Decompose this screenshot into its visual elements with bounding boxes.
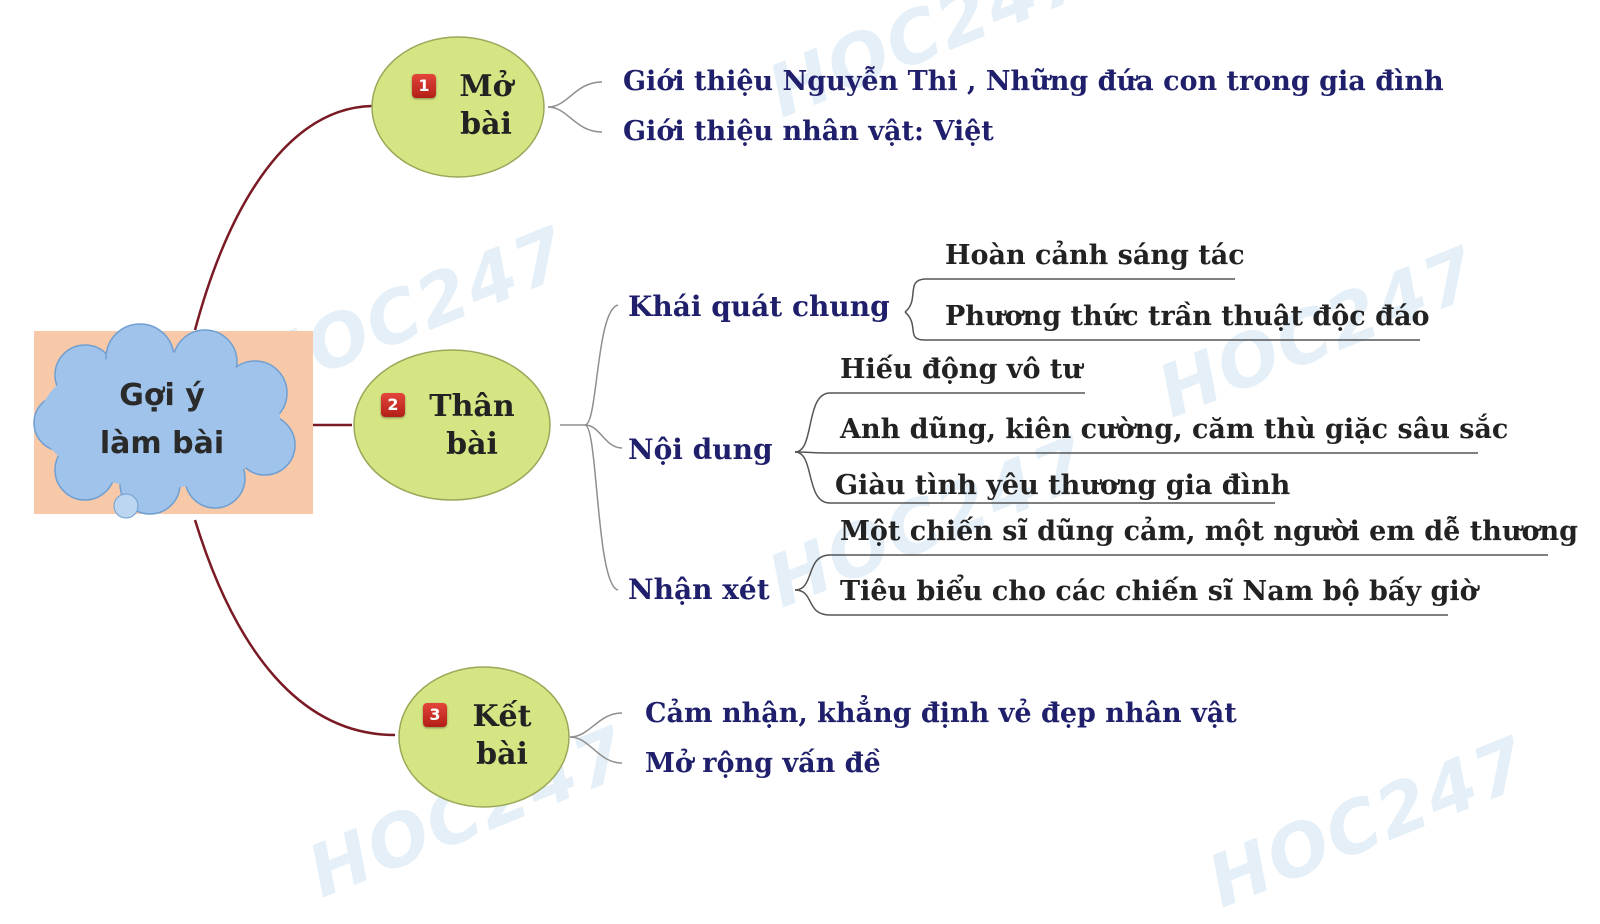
noi-dung-item: Anh dũng, kiên cường, căm thù giặc sâu s… <box>840 414 1509 445</box>
node-mo-bai <box>371 36 545 178</box>
center-title-line1: Gợi ý <box>119 378 205 413</box>
node-than-bai-label: Thân bài <box>429 389 515 462</box>
section-number-badge: 1 <box>412 74 436 98</box>
noi-dung-item: Giàu tình yêu thương gia đình <box>835 470 1291 501</box>
category-noi-dung: Nội dung <box>628 433 773 466</box>
category-khai-quat: Khái quát chung <box>628 290 890 323</box>
ket-bai-item: Mở rộng vấn đề <box>645 748 881 779</box>
node-than-bai <box>353 349 551 501</box>
mo-bai-item: Giới thiệu Nguyễn Thi , Những đứa con tr… <box>623 66 1444 97</box>
ket-bai-connectors <box>569 712 623 764</box>
than-bai-connectors <box>560 304 623 591</box>
mo-bai-item: Giới thiệu nhân vật: Việt <box>623 116 994 147</box>
center-cloud-fill <box>40 352 280 488</box>
section-number-badge: 2 <box>381 393 405 417</box>
nhan-xet-connectors <box>794 554 1548 616</box>
nhan-xet-item: Một chiến sĩ dũng cảm, một người em dễ t… <box>840 516 1578 547</box>
branch-ket-bai <box>193 519 396 737</box>
ket-bai-item: Cảm nhận, khẳng định vẻ đẹp nhân vật <box>645 698 1237 729</box>
node-ket-bai <box>398 666 570 808</box>
noi-dung-connectors <box>794 392 1478 504</box>
node-mo-bai-label: Mở bài <box>459 69 513 142</box>
mind-map: HOC247 HOC247 HOC247 HOC247 HOC247 HOC24… <box>33 0 1578 924</box>
branch-mo-bai <box>193 104 373 331</box>
center-title: Gợi ý làm bài <box>62 372 262 468</box>
noi-dung-item: Hiếu động vô tư <box>840 354 1082 385</box>
node-ket-bai-label: Kết bài <box>472 699 532 772</box>
center-title-line2: làm bài <box>99 426 225 461</box>
khai-quat-item: Hoàn cảnh sáng tác <box>945 240 1245 271</box>
connector-layer <box>33 36 1548 808</box>
mo-bai-connectors <box>547 81 603 133</box>
khai-quat-item: Phương thức trần thuật độc đáo <box>945 301 1430 332</box>
nhan-xet-item: Tiêu biểu cho các chiến sĩ Nam bộ bấy gi… <box>840 576 1478 607</box>
khai-quat-connectors <box>904 278 1420 341</box>
category-nhan-xet: Nhận xét <box>628 573 770 606</box>
section-number-badge: 3 <box>423 703 447 727</box>
cloud-tail <box>113 493 139 519</box>
